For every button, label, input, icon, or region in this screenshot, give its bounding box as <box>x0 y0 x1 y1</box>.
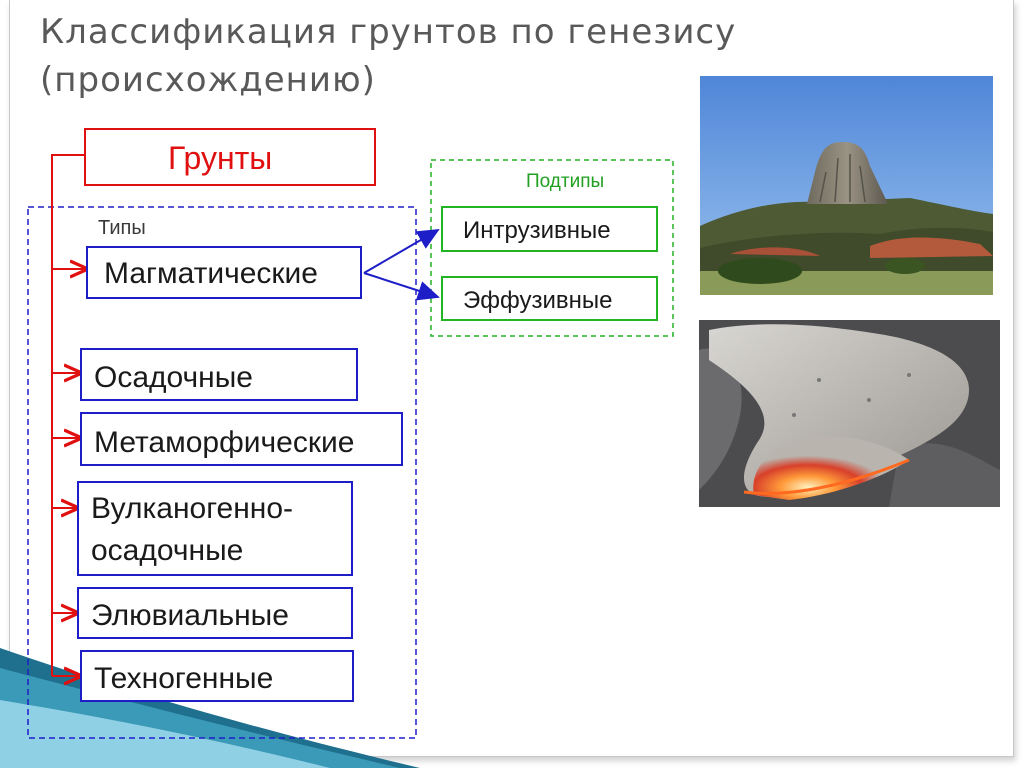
type-box-volcanic-sedimentary: Вулканогенно- осадочные <box>77 481 353 576</box>
type-label: Техногенные <box>94 662 274 695</box>
type-label: Осадочные <box>94 361 253 394</box>
types-label: Типы <box>98 217 146 239</box>
subtype-label: Интрузивные <box>463 217 611 244</box>
types-frame <box>27 206 417 739</box>
type-label: Метаморфические <box>94 426 355 459</box>
root-box: Грунты <box>84 128 376 186</box>
type-box-sedimentary: Осадочные <box>80 348 358 401</box>
arrow-effusive <box>363 272 440 301</box>
type-box-technogenic: Техногенные <box>80 650 354 702</box>
type-box-metamorphic: Метаморфические <box>80 412 403 466</box>
subtype-label: Эффузивные <box>463 287 613 314</box>
subtype-box-effusive: Эффузивные <box>441 276 658 321</box>
trunk-line <box>51 154 84 676</box>
lava-flow-photo <box>699 320 1000 507</box>
arrow-intrusive <box>363 228 440 274</box>
type-label: Элювиальные <box>91 599 289 632</box>
volcanic-butte-photo <box>700 76 993 295</box>
type-label: Магматические <box>104 257 318 290</box>
type-label-line1: Вулканогенно- <box>91 492 294 525</box>
subtype-box-intrusive: Интрузивные <box>441 206 658 252</box>
type-label-line2: осадочные <box>91 534 244 567</box>
type-box-magmatic: Магматические <box>86 246 362 299</box>
root-label: Грунты <box>168 140 273 176</box>
slide-title: Классификация грунтов по генезису (проис… <box>40 12 737 100</box>
subtypes-label: Подтипы <box>526 171 605 192</box>
type-box-eluvial: Элювиальные <box>77 587 353 639</box>
